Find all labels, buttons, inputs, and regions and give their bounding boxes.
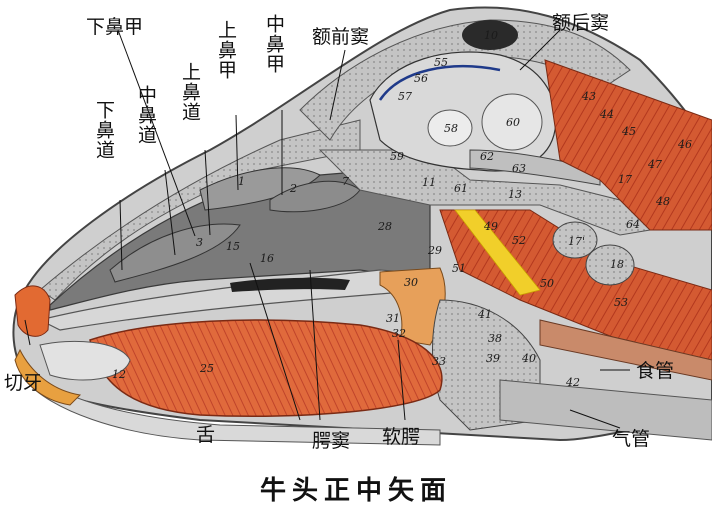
upper-lip — [14, 285, 51, 337]
cerebellum-60 — [481, 93, 543, 151]
palatine-sinus — [230, 277, 350, 292]
num-47: 47 — [647, 158, 662, 171]
num-64: 64 — [626, 218, 640, 231]
num-1: 1 — [238, 175, 245, 188]
num-49: 49 — [483, 220, 498, 233]
num-43: 43 — [581, 90, 596, 103]
turbinate-1 — [199, 167, 321, 211]
num-3: 3 — [196, 236, 203, 249]
lower-lip — [14, 348, 82, 406]
num-25: 25 — [199, 362, 214, 375]
nasal-bone — [39, 119, 361, 301]
num-28: 28 — [377, 220, 392, 233]
vertebra-17p — [552, 221, 598, 259]
num-61: 61 — [454, 182, 468, 195]
num-62: 62 — [480, 150, 494, 163]
num-18: 18 — [610, 258, 624, 271]
num-17: 17 — [618, 173, 632, 186]
leader-lines — [24, 29, 630, 429]
num-31: 31 — [386, 312, 400, 325]
num-53: 53 — [614, 296, 628, 309]
num-39: 39 — [486, 352, 500, 365]
label-lower-turbinate: 下鼻甲 — [86, 16, 144, 38]
label-frontal-sinus-anterior: 额前窦 — [312, 26, 370, 48]
num-57: 57 — [398, 90, 412, 103]
label-middle-turbinate: 中鼻甲 — [263, 14, 285, 74]
num-50: 50 — [540, 277, 554, 290]
num-59: 59 — [390, 150, 404, 163]
num-51: 51 — [452, 262, 466, 275]
incisor-tooth — [39, 340, 131, 381]
tongue — [89, 319, 443, 418]
label-incisor: 切牙 — [4, 372, 43, 394]
num-12: 12 — [112, 368, 126, 381]
cerebrum-outline — [378, 65, 501, 101]
num-32: 32 — [392, 327, 406, 340]
reference-numbers: 1 2 3 7 10 11 12 13 15 16 17 17' 18 25 2… — [112, 29, 692, 389]
pharyngeal-muscles — [439, 209, 712, 361]
label-palatine-sinus: 腭窦 — [312, 430, 351, 452]
num-58: 58 — [444, 122, 458, 135]
num-13: 13 — [508, 188, 522, 201]
vertebra-18 — [585, 244, 635, 286]
label-frontal-sinus-posterior: 额后窦 — [552, 12, 610, 34]
soft-palate — [379, 267, 446, 346]
num-55: 55 — [434, 56, 448, 69]
num-33: 33 — [432, 355, 446, 368]
trachea-tube — [499, 379, 712, 441]
num-42: 42 — [565, 376, 580, 389]
brainstem — [469, 149, 601, 186]
label-upper-meatus: 上鼻道 — [179, 62, 201, 122]
neck-muscles-upper — [544, 59, 712, 231]
num-52: 52 — [512, 234, 526, 247]
num-15: 15 — [226, 240, 240, 253]
label-trachea: 气管 — [612, 428, 651, 450]
num-60: 60 — [506, 116, 520, 129]
num-48: 48 — [655, 195, 670, 208]
figure-caption: 牛头正中矢面 — [259, 476, 452, 506]
num-7: 7 — [342, 175, 349, 188]
label-middle-meatus: 中鼻道 — [135, 85, 157, 145]
label-esophagus: 食管 — [636, 360, 675, 382]
num-29: 29 — [427, 244, 442, 257]
brain-58 — [427, 109, 473, 147]
num-2: 2 — [289, 182, 297, 195]
label-soft-palate: 软腭 — [382, 426, 421, 448]
fat-yellow-band — [454, 209, 541, 296]
num-63: 63 — [512, 162, 526, 175]
label-lower-meatus: 下鼻道 — [93, 100, 115, 160]
num-10: 10 — [484, 29, 498, 42]
label-upper-turbinate: 上鼻甲 — [215, 20, 237, 80]
num-40: 40 — [521, 352, 536, 365]
num-44: 44 — [599, 108, 614, 121]
num-16: 16 — [260, 252, 274, 265]
num-56: 56 — [414, 72, 428, 85]
num-46: 46 — [677, 138, 692, 151]
num-41: 41 — [477, 308, 492, 321]
label-tongue: 舌 — [196, 424, 216, 446]
num-45: 45 — [621, 125, 636, 138]
esophagus-tube — [539, 319, 712, 381]
num-38: 38 — [488, 332, 502, 345]
num-11: 11 — [422, 176, 436, 189]
num-30: 30 — [404, 276, 418, 289]
num-17p: 17' — [568, 235, 585, 248]
frontal-sinus-10 — [462, 20, 518, 50]
